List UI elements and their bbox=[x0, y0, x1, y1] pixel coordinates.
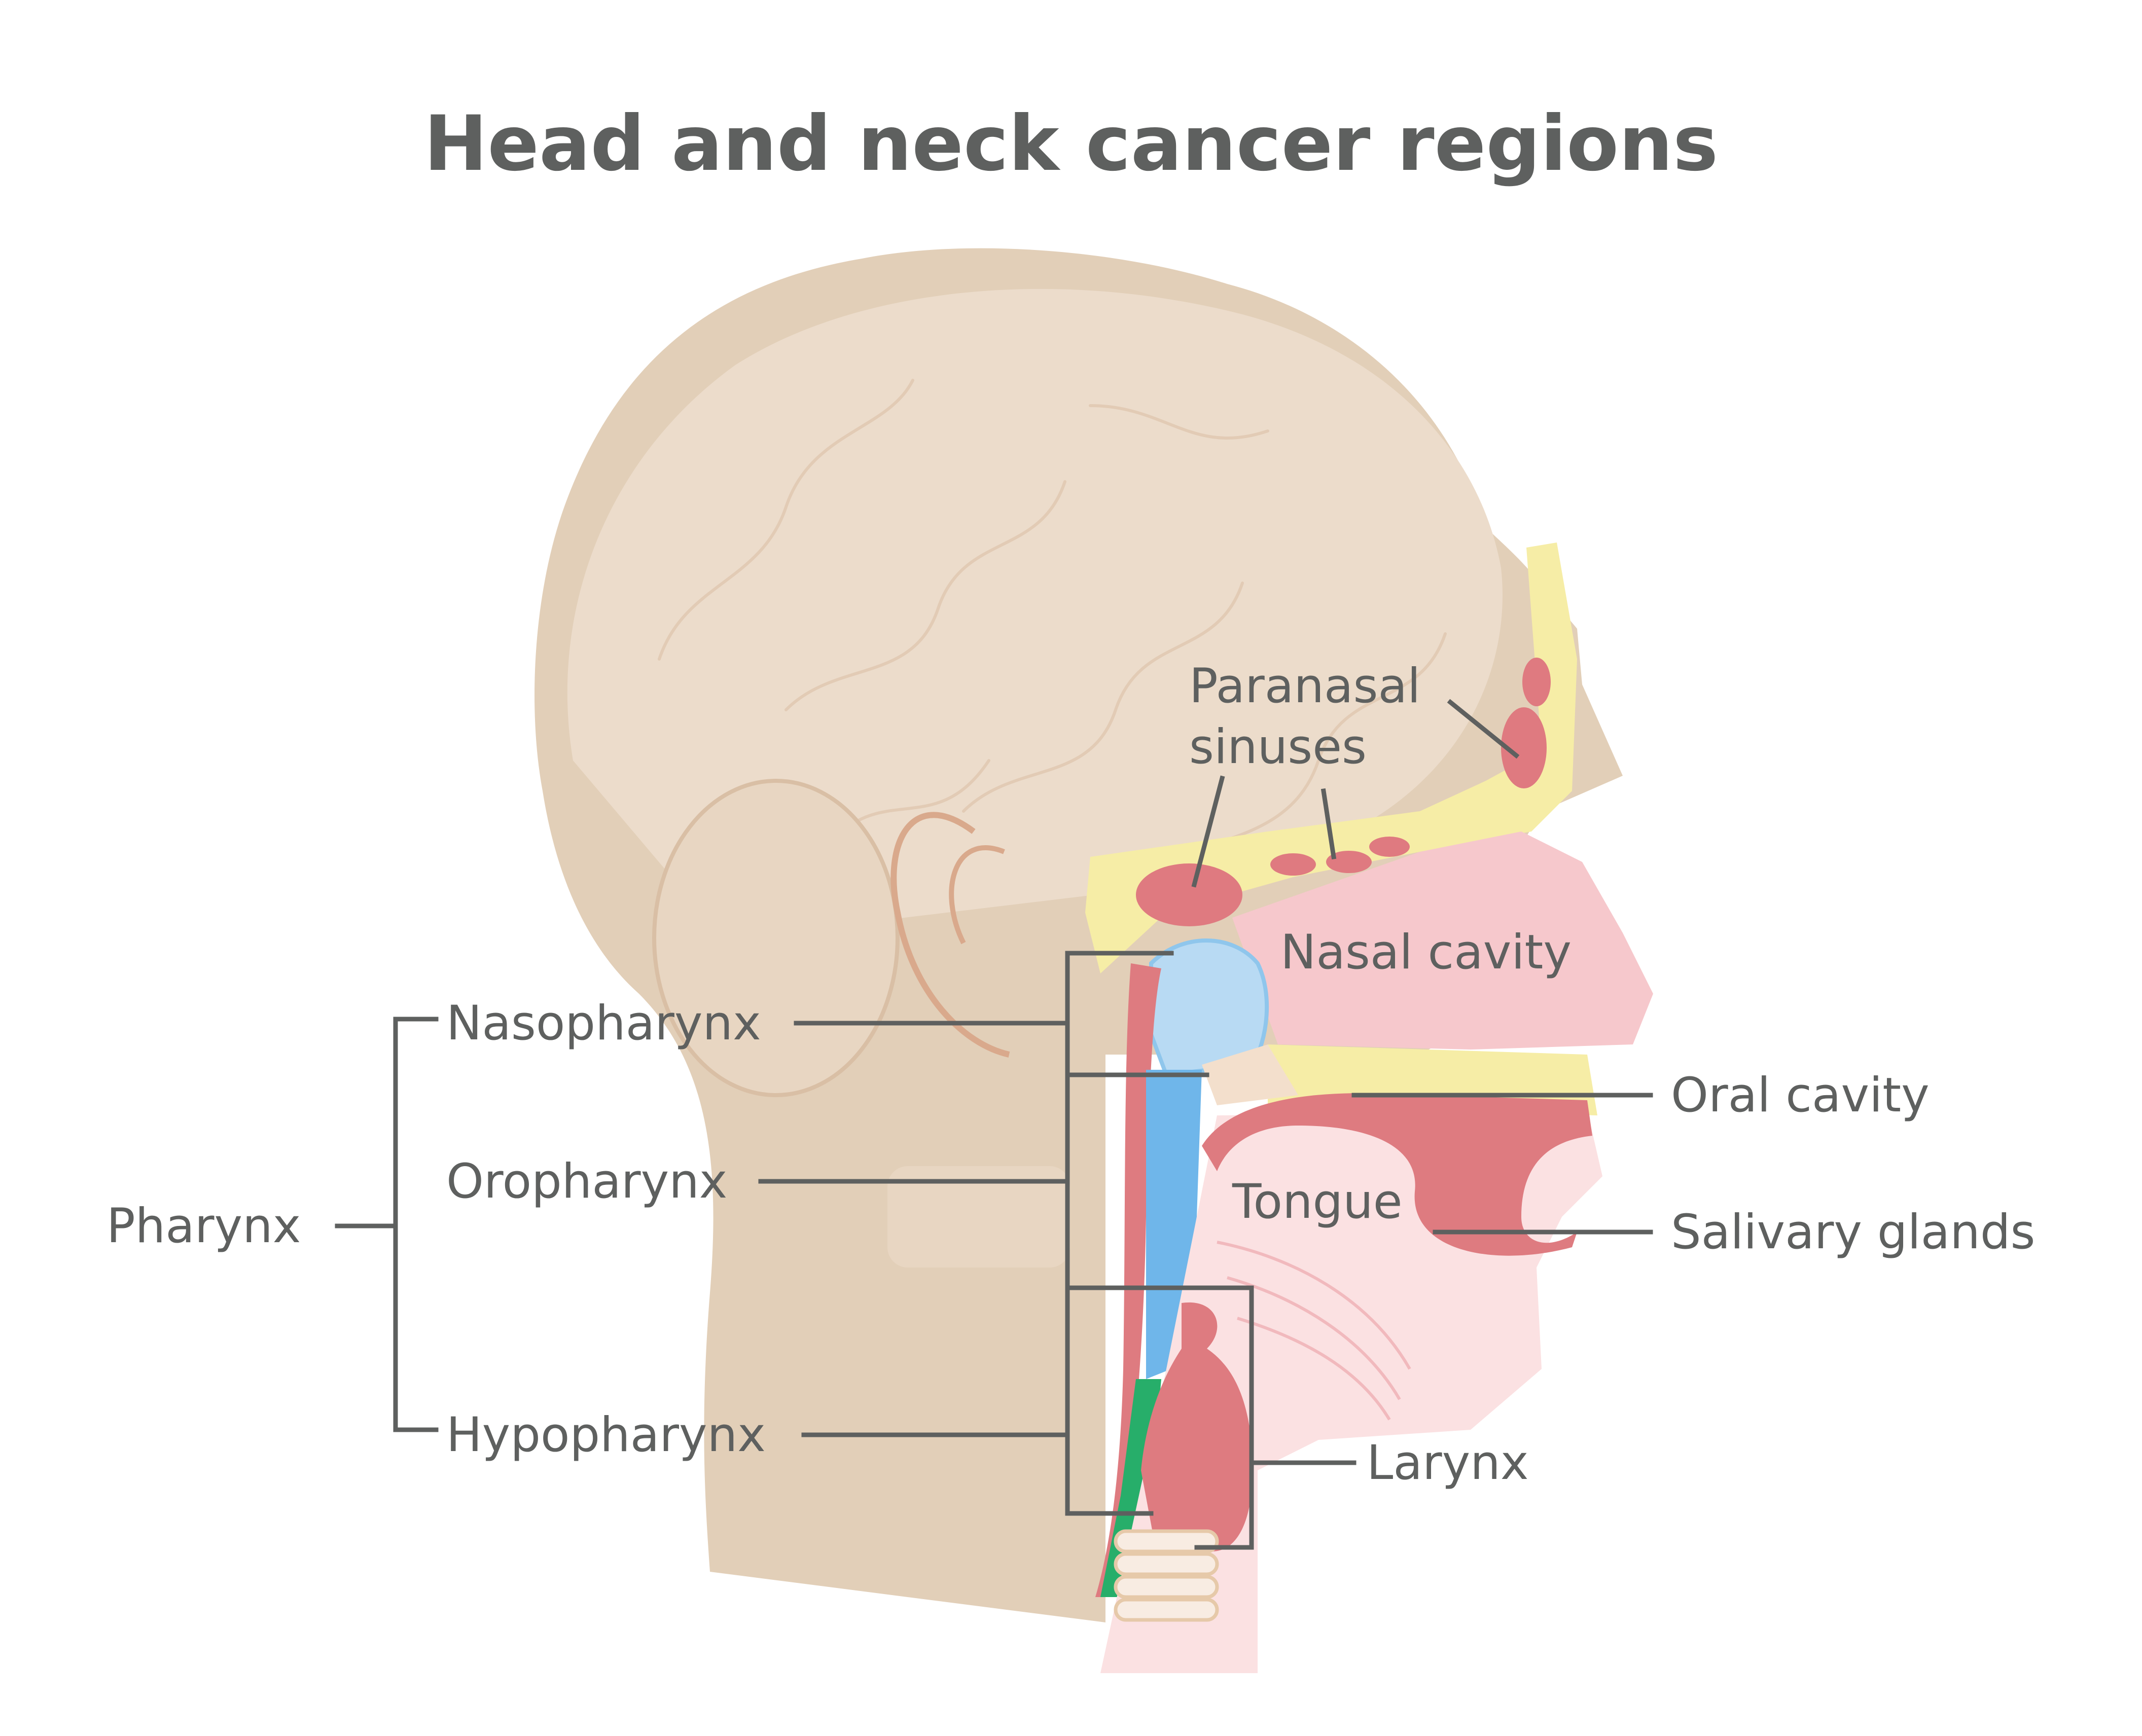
sinus-ethmoid-1 bbox=[1270, 853, 1316, 876]
label-hypopharynx: Hypopharynx bbox=[446, 1407, 766, 1463]
label-oropharynx: Oropharynx bbox=[446, 1154, 727, 1209]
label-nasal-cavity: Nasal cavity bbox=[1280, 925, 1572, 980]
label-tongue: Tongue bbox=[1232, 1174, 1403, 1229]
trachea-rings bbox=[1116, 1531, 1217, 1620]
label-paranasal-line1: Paranasal bbox=[1189, 659, 1420, 714]
label-larynx: Larynx bbox=[1367, 1435, 1528, 1491]
label-salivary-glands: Salivary glands bbox=[1671, 1205, 2036, 1260]
label-oral-cavity: Oral cavity bbox=[1671, 1068, 1930, 1123]
sinus-ethmoid-3 bbox=[1369, 837, 1410, 857]
bracket-pharynx bbox=[396, 1019, 436, 1430]
diagram-title: Head and neck cancer regions bbox=[424, 100, 1719, 188]
label-nasopharynx: Nasopharynx bbox=[446, 996, 761, 1051]
sinus-frontal-upper bbox=[1522, 658, 1551, 706]
label-pharynx: Pharynx bbox=[106, 1199, 301, 1254]
label-paranasal-line2: sinuses bbox=[1189, 719, 1367, 775]
sinus-sphenoid bbox=[1136, 863, 1242, 926]
